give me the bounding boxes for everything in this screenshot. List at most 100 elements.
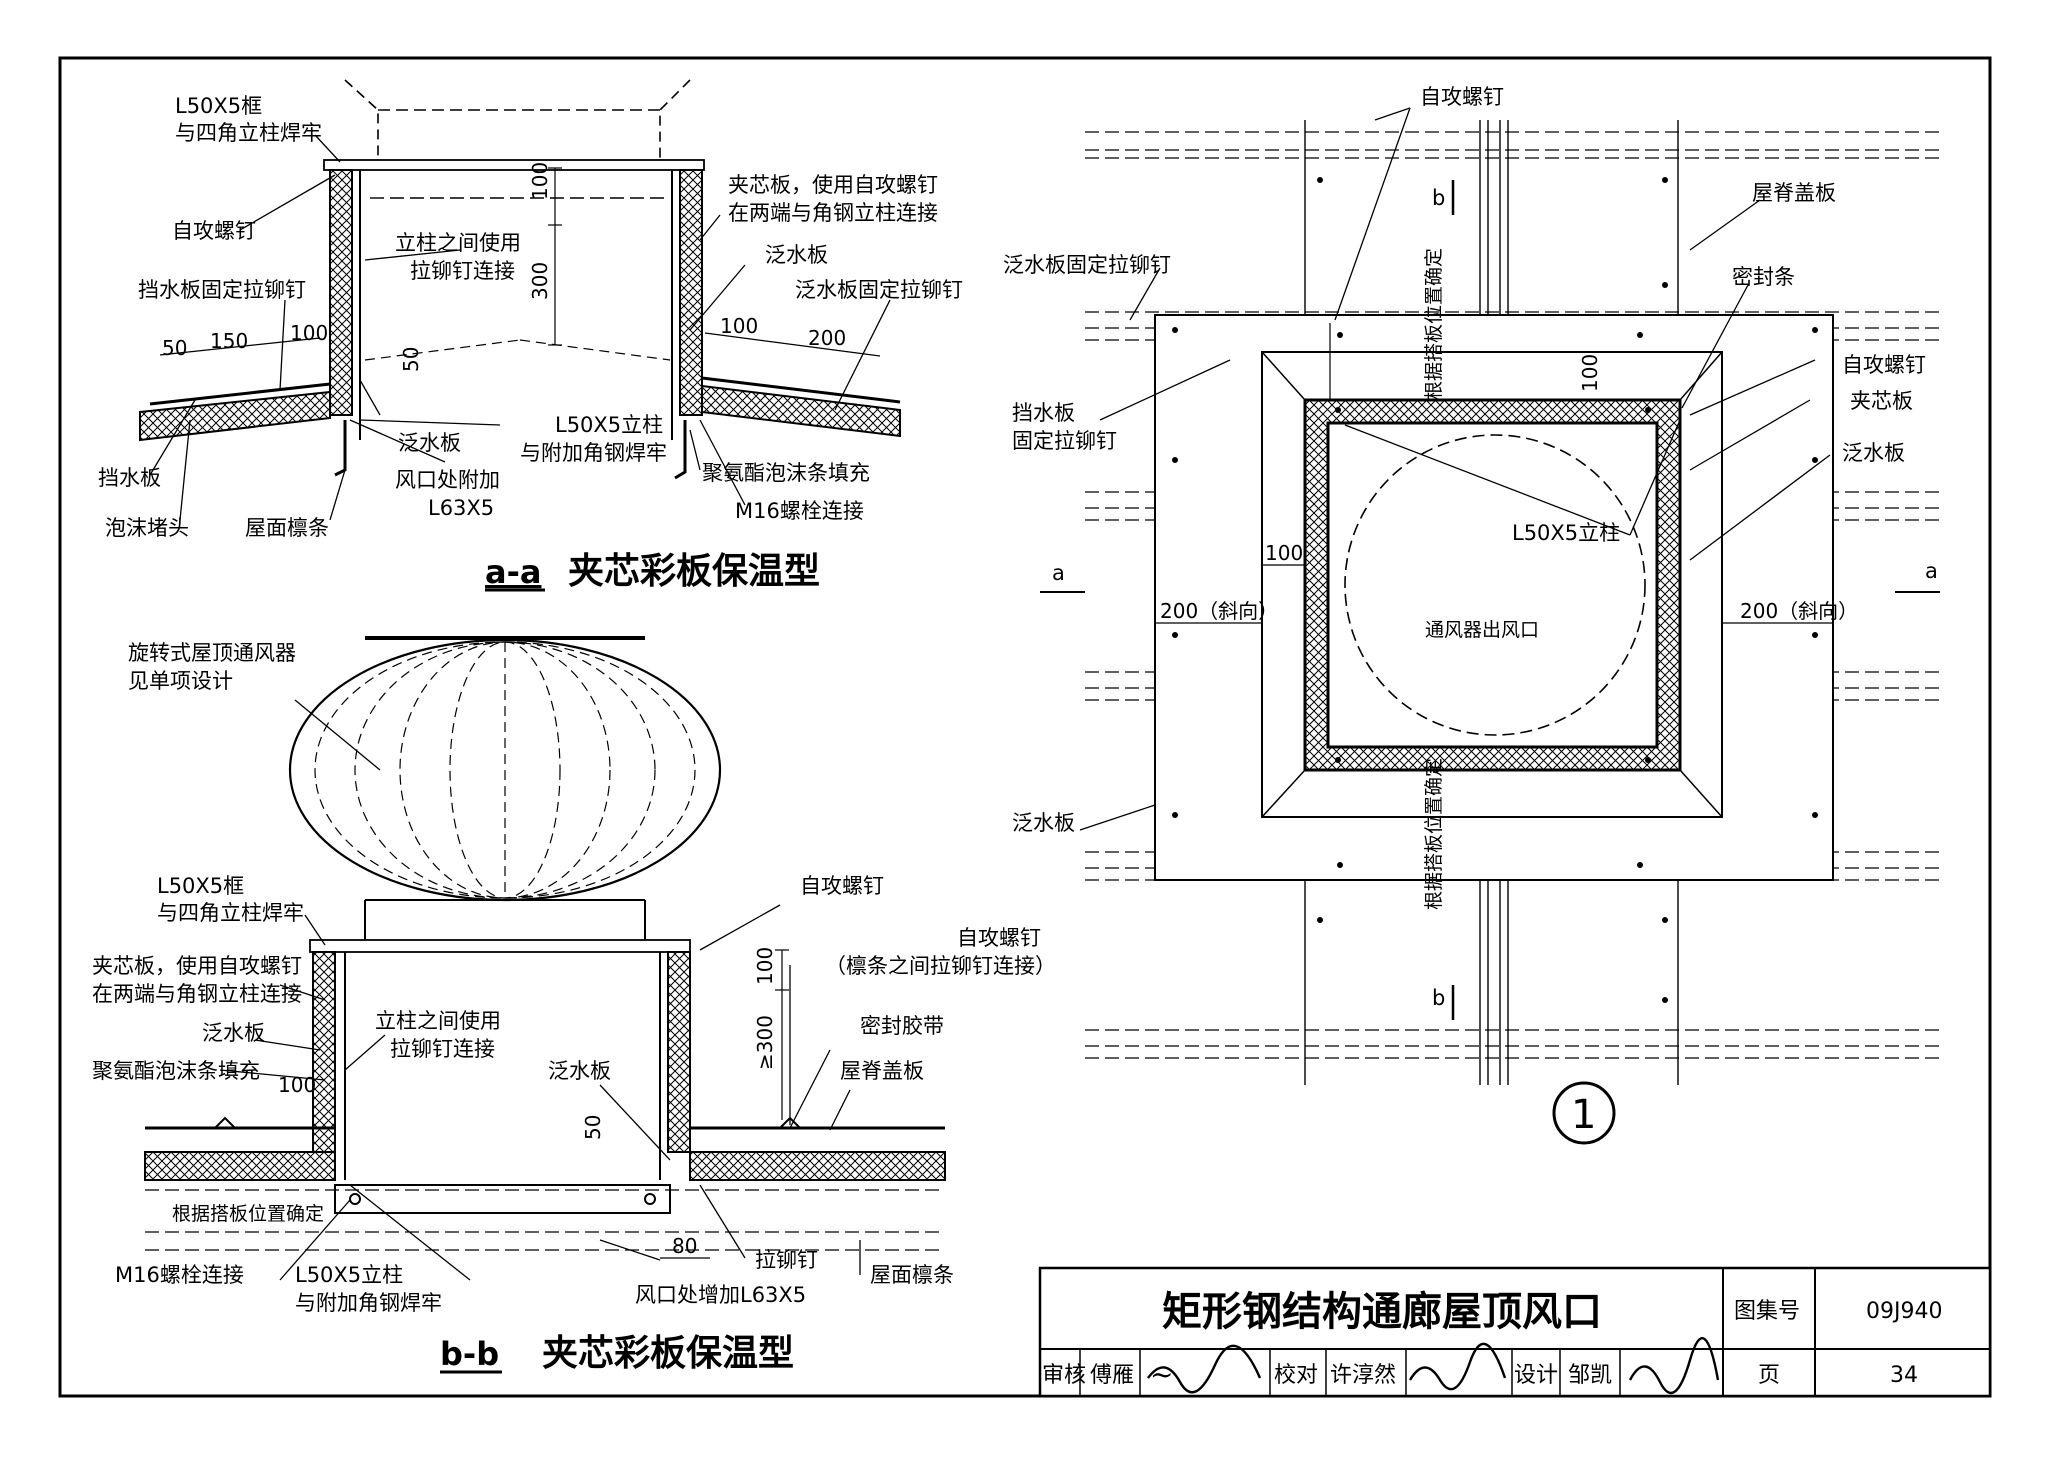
label-bb-screw2-2: （檩条之间拉铆钉连接） <box>825 954 1056 978</box>
plan-label-stop-2: 固定拉铆钉 <box>1012 429 1117 453</box>
label-aa-foam-plug: 泡沫堵头 <box>105 516 189 540</box>
label-bb-frame: L50X5框 <box>157 874 244 898</box>
label-aa-foam: 聚氨酯泡沫条填充 <box>702 461 870 485</box>
plan-label-screw-r: 自攻螺钉 <box>1842 353 1926 377</box>
label-bb-panel-2: 在两端与角钢立柱连接 <box>92 982 302 1006</box>
label-aa-opening: 风口处附加 <box>395 468 500 492</box>
plan-label-panel: 夹芯板 <box>1850 389 1913 413</box>
plan-label-seal: 密封条 <box>1732 265 1795 289</box>
roof-left <box>139 390 331 442</box>
plan-sec-a-left: a <box>1052 561 1065 585</box>
dim-bb-100: 100 <box>753 947 777 985</box>
right-sandwich-panel <box>679 169 703 416</box>
plan-view: a a b b 100 100 200（斜向） 200（斜向） 自攻螺钉 <box>1003 85 1940 1145</box>
bb-left-panel <box>312 951 336 1153</box>
label-bb-column: 立柱之间使用 <box>375 1009 501 1033</box>
label-bb-vent: 旋转式屋顶通风器 <box>128 641 296 665</box>
plan-sec-b-top: b <box>1432 186 1445 210</box>
label-aa-frame-2: 与四角立柱焊牢 <box>175 121 322 145</box>
checker-name: 许淳然 <box>1330 1363 1396 1388</box>
review-label: 审核 <box>1042 1363 1086 1388</box>
plan-outlet-circle <box>1344 434 1646 736</box>
bb-right-panel <box>667 951 691 1153</box>
dim-bb-80: 80 <box>672 1234 697 1258</box>
dim-aa-100-left: 100 <box>290 321 328 345</box>
roof-right <box>701 384 901 438</box>
label-aa-purlin: 屋面檩条 <box>245 516 329 540</box>
reviewer-name: 傅雁 <box>1090 1363 1134 1388</box>
label-bb-stiff-2: 与附加角钢焊牢 <box>295 1291 442 1315</box>
label-bb-panel: 夹芯板，使用自攻螺钉 <box>92 954 302 978</box>
label-bb-ridge: 屋脊盖板 <box>840 1059 924 1083</box>
dim-aa-300: 300 <box>528 262 552 300</box>
label-bb-per-plate: 根据搭板位置确定 <box>172 1203 324 1225</box>
plan-label-per-plate-bot: 根据搭板位置确定 <box>1423 758 1445 910</box>
plan-label-flash-r: 泛水板 <box>1842 441 1905 465</box>
label-aa-bolt: M16螺栓连接 <box>735 499 864 523</box>
reviewer-signature: ~ <box>1150 1358 1173 1391</box>
label-bb-column-2: 拉铆钉连接 <box>390 1037 495 1061</box>
drawing-title: 矩形钢结构通廊屋顶风口 <box>1162 1289 1602 1335</box>
label-aa-stiff: L50X5立柱 <box>555 413 663 437</box>
label-bb-stiff: L50X5立柱 <box>295 1263 403 1287</box>
label-aa-screw: 自攻螺钉 <box>172 219 256 243</box>
plan-sec-a-right: a <box>1925 559 1938 583</box>
page-number: 34 <box>1890 1363 1918 1388</box>
atlas-label: 图集号 <box>1734 1299 1800 1324</box>
page-label: 页 <box>1758 1363 1780 1388</box>
label-aa-opening-2: L63X5 <box>428 496 494 520</box>
plan-dim-100-left: 100 <box>1265 541 1303 565</box>
label-aa-column: 立柱之间使用 <box>395 231 521 255</box>
vent-hood-outline <box>344 79 691 160</box>
label-aa-panel-2: 在两端与角钢立柱连接 <box>728 201 938 225</box>
plan-label-per-plate-top: 根据搭板位置确定 <box>1423 248 1445 400</box>
label-bb-frame-2: 与四角立柱焊牢 <box>157 901 304 925</box>
plan-sec-b-bot: b <box>1432 986 1445 1010</box>
rotary-ventilator <box>288 636 722 940</box>
label-bb-rivet: 拉铆钉 <box>755 1248 818 1272</box>
plan-label-outlet: 通风器出风口 <box>1425 619 1539 641</box>
label-aa-frame: L50X5框 <box>175 94 262 118</box>
plan-label-flash-rivet: 泛水板固定拉铆钉 <box>1003 253 1171 277</box>
detail-number: 1 <box>1571 1092 1596 1138</box>
label-bb-flash-left: 泛水板 <box>202 1021 265 1045</box>
label-aa-flash-top: 泛水板 <box>765 243 828 267</box>
dim-aa-200: 200 <box>808 326 846 350</box>
label-bb-flash-right: 泛水板 <box>548 1059 611 1083</box>
plan-label-ridge: 屋脊盖板 <box>1752 181 1836 205</box>
design-label: 设计 <box>1514 1363 1558 1388</box>
detail-number-circle <box>1552 1081 1616 1145</box>
label-bb-purlin: 屋面檩条 <box>870 1263 954 1287</box>
bb-roof-left <box>144 1151 336 1181</box>
sheet-border <box>58 56 1992 1398</box>
label-aa-water-stop: 挡水板 <box>98 466 161 490</box>
dim-aa-50: 50 <box>399 347 423 372</box>
dim-aa-150: 150 <box>210 329 248 353</box>
label-bb-seal-tape: 密封胶带 <box>860 1014 944 1038</box>
dim-bb-50: 50 <box>581 1115 605 1140</box>
label-aa-column-2: 拉铆钉连接 <box>410 259 515 283</box>
dim-aa-50-left: 50 <box>162 336 187 360</box>
plan-label-flash-l: 泛水板 <box>1012 811 1075 835</box>
label-bb-screw: 自攻螺钉 <box>800 874 884 898</box>
check-label: 校对 <box>1274 1363 1318 1388</box>
label-bb-foam: 聚氨酯泡沫条填充 <box>92 1059 260 1083</box>
label-aa-stop-rivet: 挡水板固定拉铆钉 <box>138 278 306 302</box>
plan-label-stop: 挡水板 <box>1012 401 1075 425</box>
dim-bb-300: ≥300 <box>753 1015 777 1070</box>
label-aa-panel: 夹芯板，使用自攻螺钉 <box>728 173 938 197</box>
label-bb-bolt: M16螺栓连接 <box>115 1263 244 1287</box>
bb-roof-right <box>689 1151 946 1181</box>
designer-name: 邹凯 <box>1568 1363 1612 1388</box>
title-block: 矩形钢结构通廊屋顶风口 图集号 09J940 页 34 审核 傅雁 ~ 校对 许… <box>1038 1266 1992 1398</box>
designer-signature-stroke <box>1628 1337 1720 1395</box>
plan-dim-100-top: 100 <box>1578 354 1602 392</box>
section-aa: 100 300 50 50 150 100 100 200 L <box>98 79 963 592</box>
label-bb-screw2: 自攻螺钉 <box>957 926 1041 950</box>
plan-dim-200-right: 200（斜向） <box>1740 599 1858 623</box>
reviewer-signature-stroke <box>1147 1344 1262 1394</box>
dim-aa-100-top: 100 <box>528 162 552 200</box>
caption-aa-id: a-a <box>485 553 541 591</box>
